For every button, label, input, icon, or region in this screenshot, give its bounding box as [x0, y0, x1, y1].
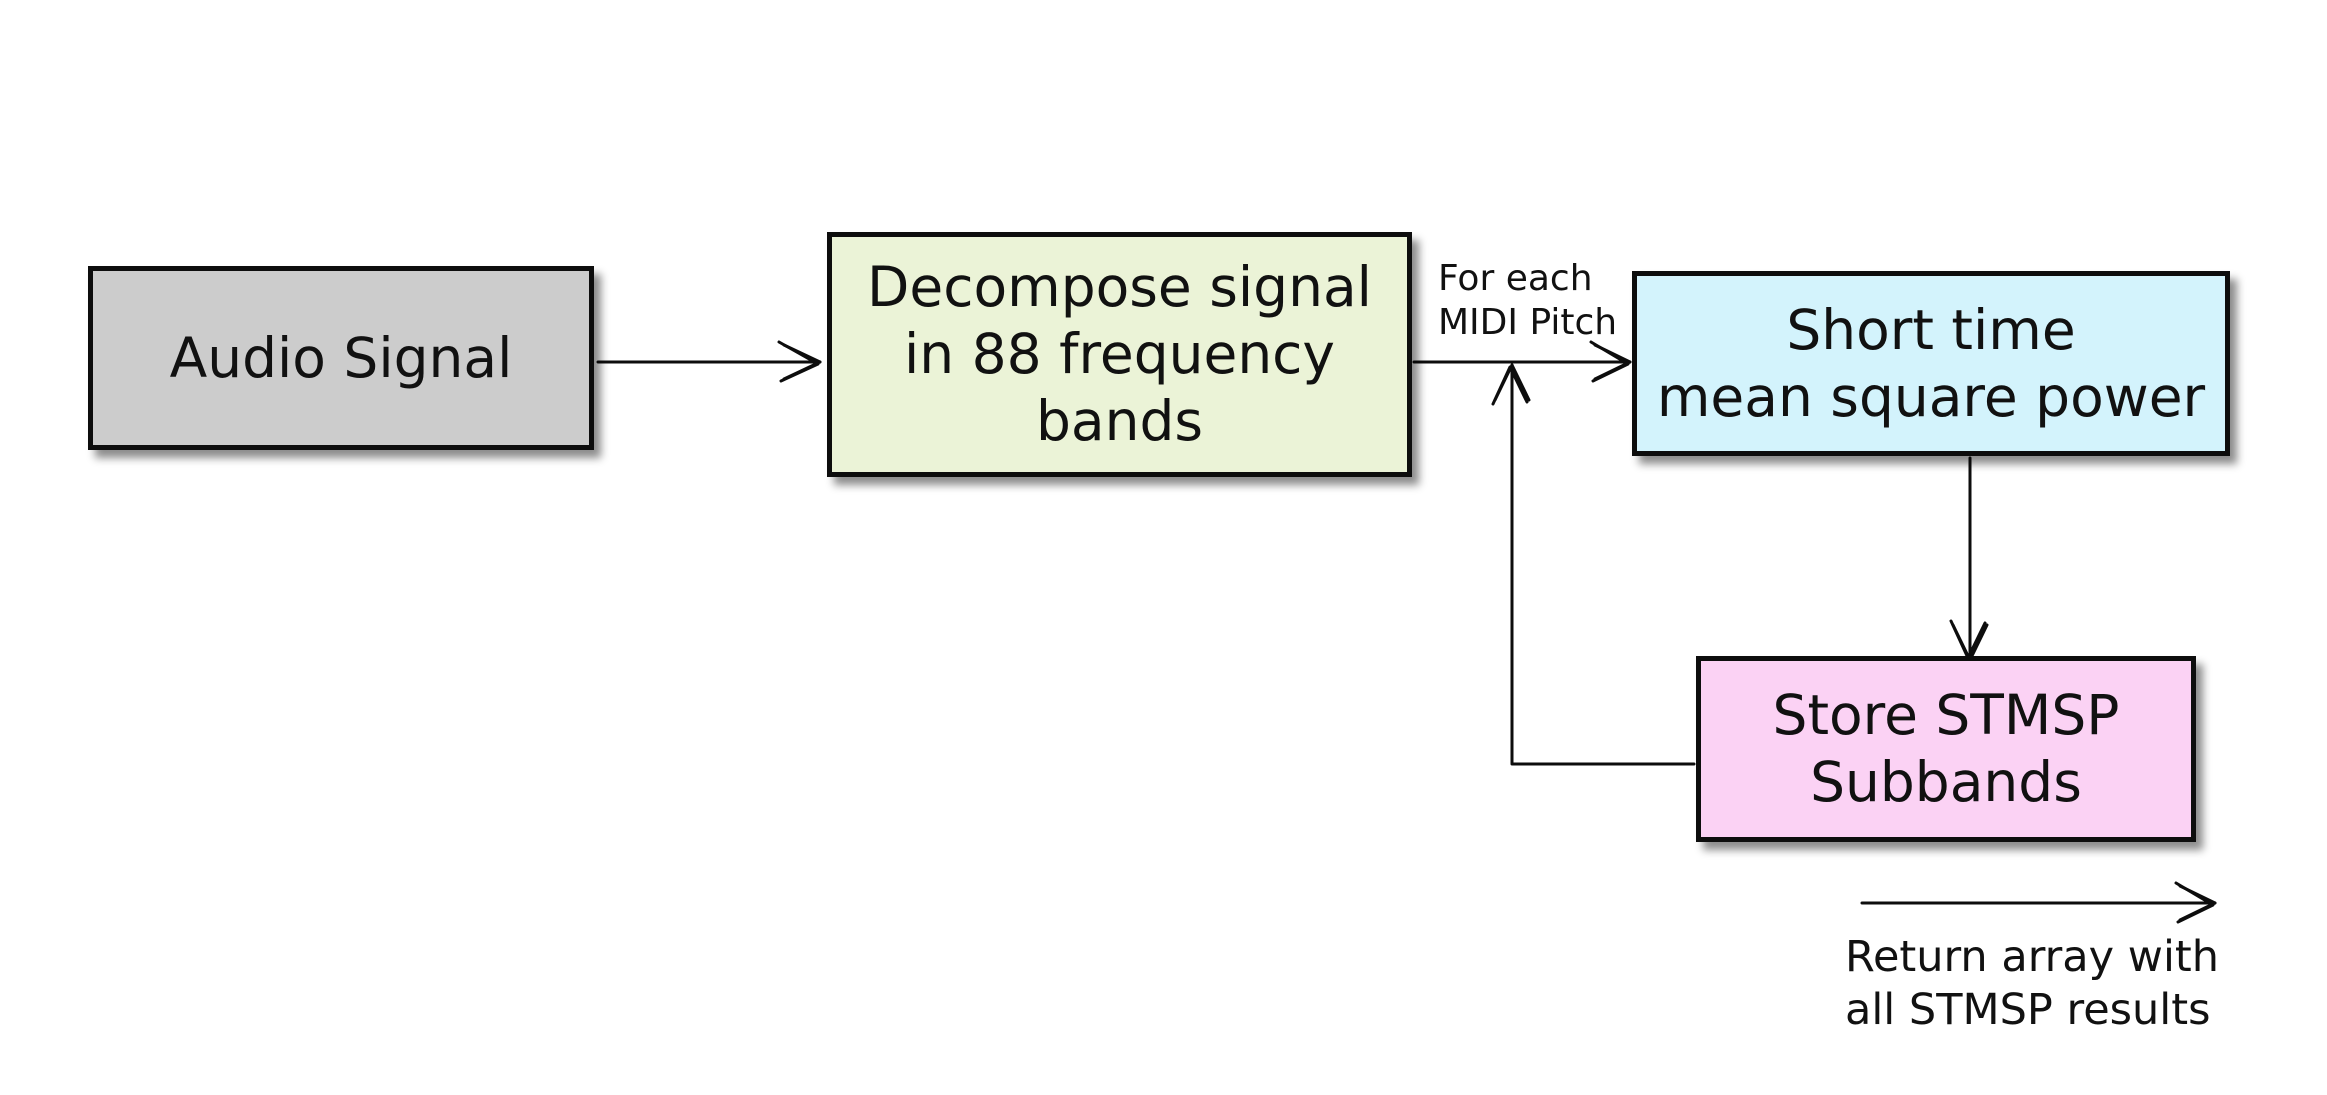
decompose-label-line-2: in 88 frequency [904, 322, 1335, 386]
stmsp-node: Short time mean square power [1632, 271, 2230, 456]
decompose-label-line-1: Decompose signal [867, 255, 1372, 319]
audio-signal-label: Audio Signal [169, 325, 513, 390]
edge-store-loop-back [1491, 363, 1696, 766]
return-edge-label: Return array with all STMSP results [1845, 931, 2219, 1037]
edge-stmsp-to-store [1949, 456, 1989, 662]
decompose-label-line-3: bands [1035, 389, 1204, 453]
for-each-edge-label: For each MIDI Pitch [1438, 257, 1617, 345]
store-label-line-1: Store STMSP [1772, 683, 2120, 747]
for-each-label-line-1: For each [1438, 258, 1593, 299]
store-node: Store STMSP Subbands [1696, 656, 2196, 842]
edge-audio-to-decompose [596, 340, 822, 383]
stmsp-label-line-2: mean square power [1656, 364, 2206, 429]
edge-decompose-to-stmsp [1412, 340, 1632, 383]
return-label-line-2: all STMSP results [1845, 985, 2211, 1035]
for-each-label-line-2: MIDI Pitch [1438, 302, 1618, 343]
edge-return-output [1860, 881, 2217, 924]
decompose-node: Decompose signal in 88 frequency bands [827, 232, 1412, 477]
return-label-line-1: Return array with [1845, 932, 2220, 982]
audio-signal-node: Audio Signal [88, 266, 594, 450]
stmsp-label-line-1: Short time [1786, 297, 2076, 362]
store-label-line-2: Subbands [1810, 750, 2082, 814]
